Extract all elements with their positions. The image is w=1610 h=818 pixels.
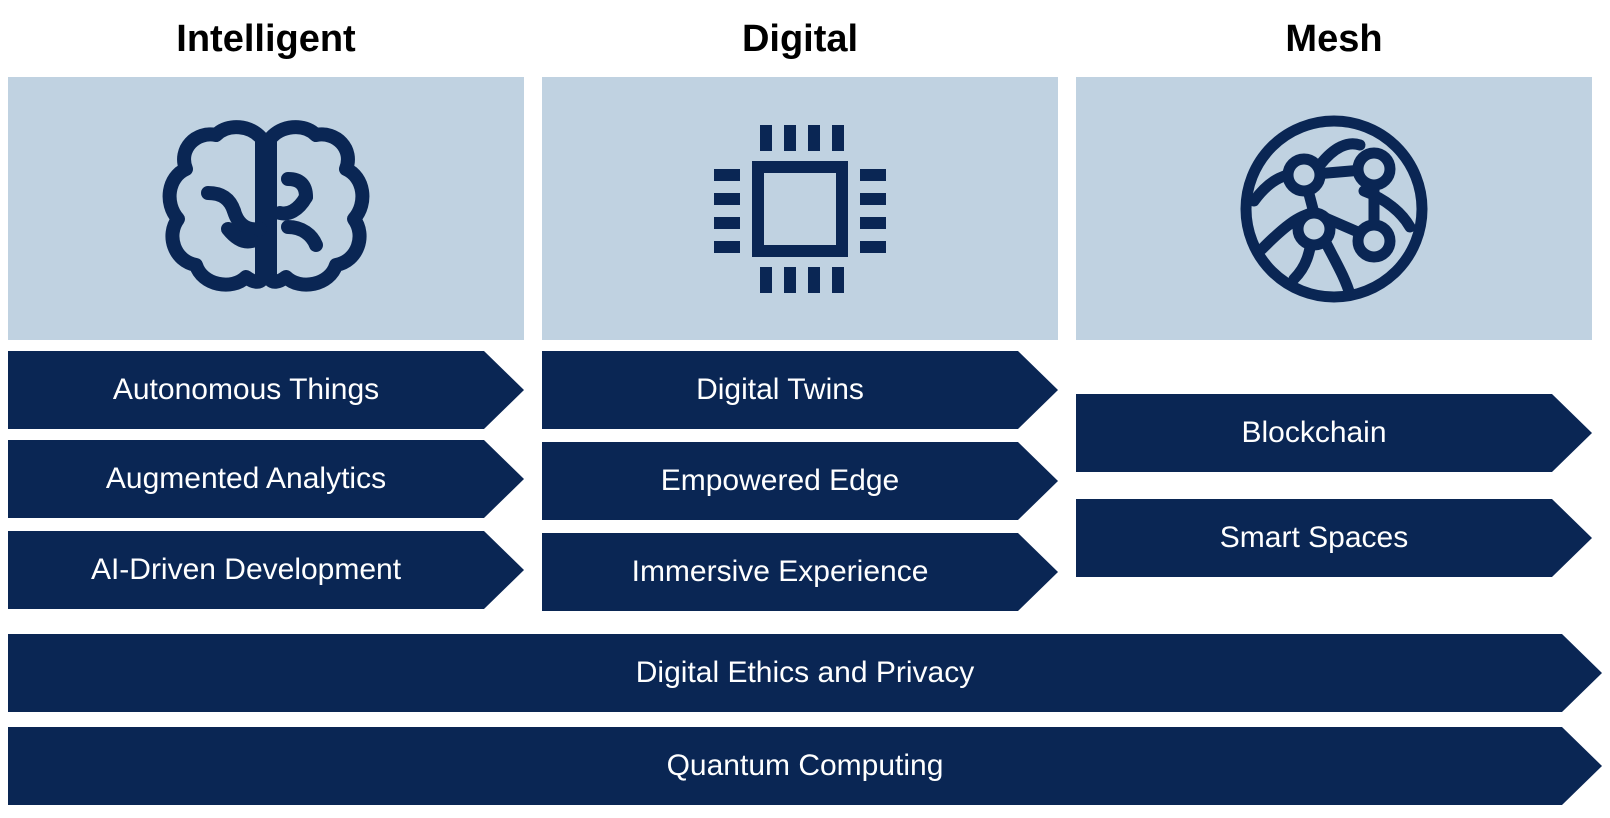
chevron-label: Quantum Computing: [666, 749, 944, 782]
chevron-label: Digital Twins: [696, 373, 864, 406]
chevron-label: Empowered Edge: [660, 464, 900, 497]
chevron-label: Immersive Experience: [631, 555, 929, 588]
chevron-label: Autonomous Things: [112, 373, 380, 406]
icon-panel-intelligent: [8, 77, 524, 340]
column-title-intelligent: Intelligent: [176, 18, 356, 60]
chevron-label: Digital Ethics and Privacy: [635, 656, 975, 689]
chevron-digital-ethics-and-privacy: Digital Ethics and Privacy: [8, 634, 1602, 712]
globe-network-icon: [1240, 115, 1428, 302]
brain-icon: [162, 119, 370, 292]
chevron-label: Augmented Analytics: [105, 462, 387, 495]
chevron-ai-driven-development: AI-Driven Development: [8, 531, 524, 609]
chevron-quantum-computing: Quantum Computing: [8, 727, 1602, 805]
chevron-label: AI-Driven Development: [90, 553, 402, 586]
icon-panel-mesh: [1076, 77, 1592, 340]
chevron-label: Blockchain: [1241, 416, 1387, 449]
chip-icon: [714, 124, 886, 293]
column-title-mesh: Mesh: [1285, 18, 1383, 60]
chevron-autonomous-things: Autonomous Things: [8, 351, 524, 429]
chevron-augmented-analytics: Augmented Analytics: [8, 440, 524, 518]
chevron-empowered-edge: Empowered Edge: [542, 442, 1058, 520]
chevron-digital-twins: Digital Twins: [542, 351, 1058, 429]
chevron-label: Smart Spaces: [1219, 521, 1409, 554]
chevron-smart-spaces: Smart Spaces: [1076, 499, 1592, 577]
icon-panel-digital: [542, 77, 1058, 340]
column-title-digital: Digital: [741, 18, 859, 60]
chevron-blockchain: Blockchain: [1076, 394, 1592, 472]
chevron-immersive-experience: Immersive Experience: [542, 533, 1058, 611]
